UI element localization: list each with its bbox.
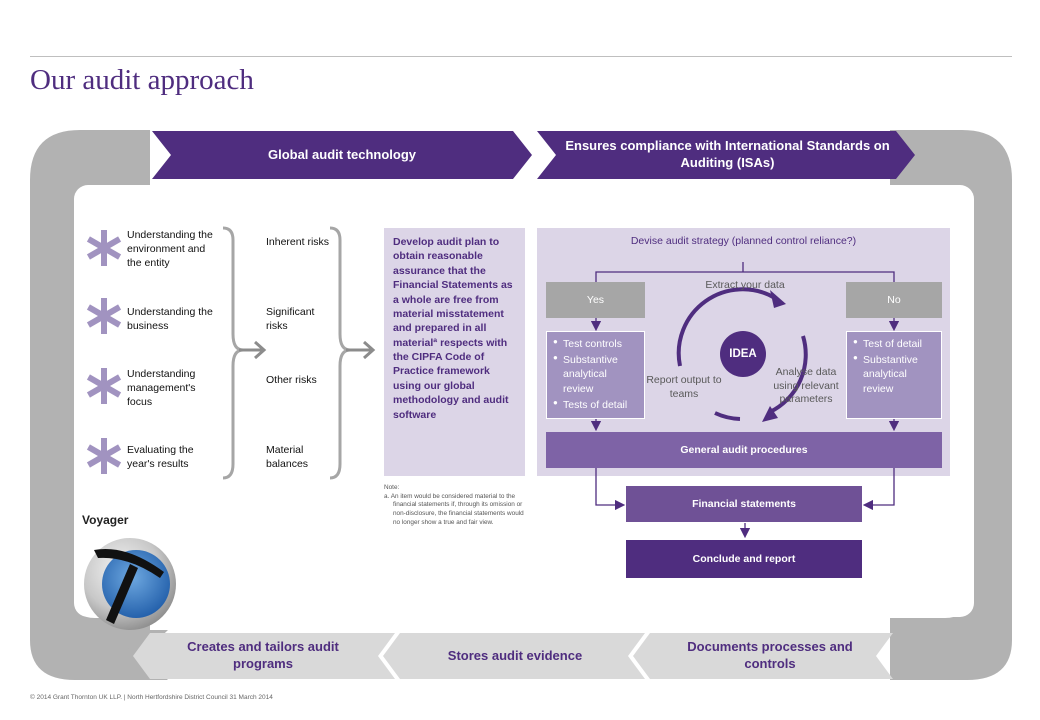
footnote-text: a. An item would be considered material … [384,492,524,526]
list-item: Test of detail [853,337,935,351]
financial-statements-bar: Financial statements [626,486,862,522]
footer-text: © 2014 Grant Thornton UK LLP. | North He… [30,694,273,701]
chevron-bottom-middle [383,633,645,679]
risk-item-label: Significant risks [266,306,315,333]
list-item: Tests of detail [553,398,638,412]
yes-procedures-box: Test controls Substantive analytical rev… [546,331,645,419]
footnote-title: Note: [384,484,400,491]
chevron-bottom-right-label: Documents processes and controls [687,639,853,671]
no-procedures-box: Test of detail Substantive analytical re… [846,331,942,419]
audit-plan-box: Develop audit plan to obtain reasonable … [384,228,525,476]
list-item: Substantive analytical review [553,353,638,396]
conclude-report-bar: Conclude and report [626,540,862,578]
cycle-extract-label: Extract your data [705,279,785,291]
chevron-bottom-left [133,633,395,679]
voyager-title: Voyager [82,513,129,527]
understanding-item-label: Understanding management's focus [127,368,196,409]
page-title: Our audit approach [30,64,254,96]
general-procedures-bar: General audit procedures [546,432,942,468]
chevron-top-left [152,131,532,179]
list-item: Test controls [553,337,638,351]
yes-box: Yes [546,282,645,318]
risk-item-label: Inherent risks [266,236,330,248]
asterisk-icon [86,368,122,404]
voyager-logo-icon [84,538,176,630]
brace-2 [329,226,376,480]
understanding-item-label: Understanding the environment and the en… [127,229,213,270]
brace-1 [222,226,267,480]
strategy-title: Devise audit strategy (planned control r… [630,235,857,247]
no-box: No [846,282,942,318]
list-item: Substantive analytical review [853,353,935,396]
cycle-analyse-label: Analyse data using relevant parameters [773,366,839,406]
risk-item-label: Other risks [266,374,317,386]
asterisk-icon [86,438,122,474]
understanding-item-label: Understanding the business [127,306,213,333]
footnote: Note: a. An item would be considered mat… [384,484,530,527]
chevron-bottom-middle-label: Stores audit evidence [447,647,583,663]
asterisk-icon [86,298,122,334]
chevron-bottom-left-label: Creates and tailors audit programs [187,639,339,671]
idea-circle: IDEA [720,331,766,377]
understanding-item-label: Evaluating the year's results [127,444,194,471]
top-rule [30,56,1012,57]
cycle-report-label: Report output to teams [646,374,722,400]
chevron-top-right [537,131,915,179]
chevron-top-left-label: Global audit technology [267,146,417,162]
chevron-bottom-right [633,633,893,679]
chevron-top-right-label: Ensures compliance with International St… [565,138,890,170]
asterisk-icon [86,230,122,266]
risk-item-label: Material balances [266,444,309,471]
